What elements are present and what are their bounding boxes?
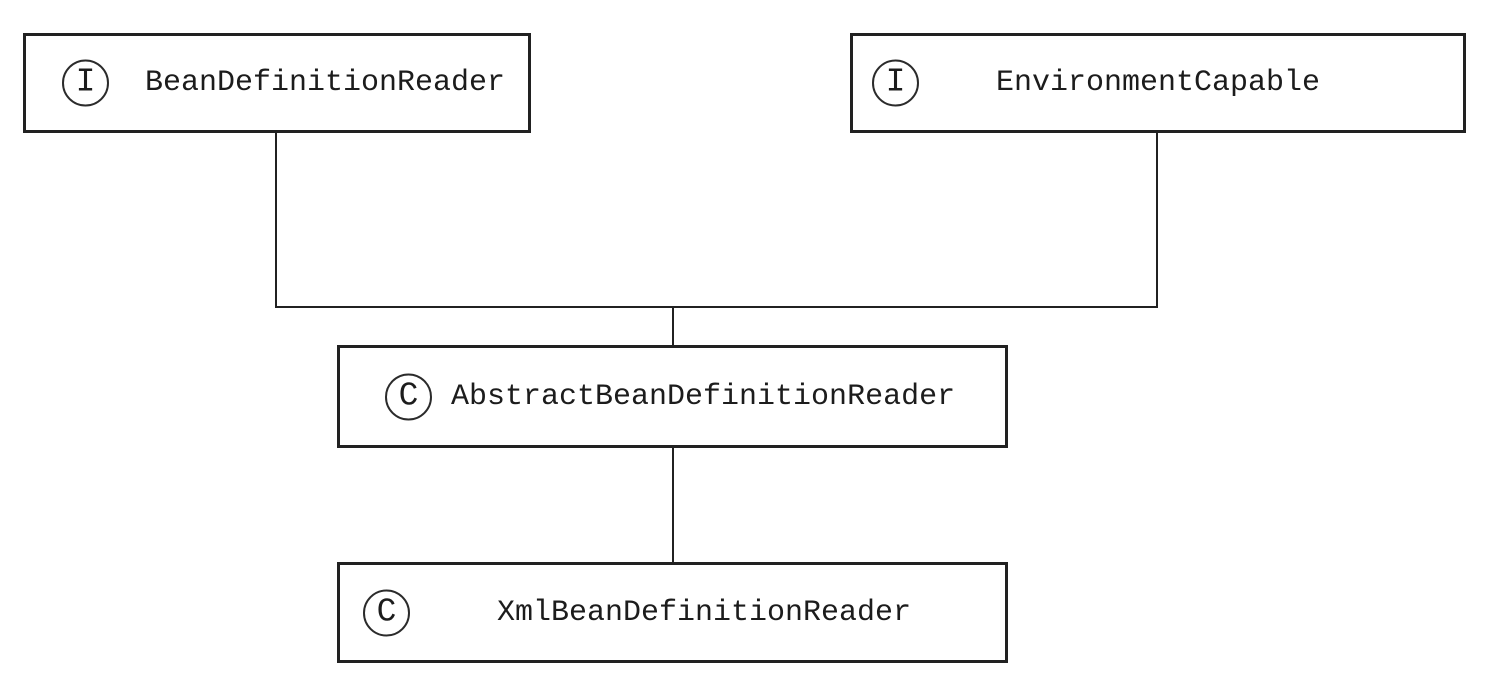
- edge-xmlbeandefinitionreader-to-abstractbeandefinitionreader-segment: [672, 446, 674, 564]
- edge-abstractbeandefinitionreader-to-environmentcapable-right-segment: [1156, 131, 1158, 308]
- class-icon: C: [363, 589, 410, 636]
- node-environment-capable[interactable]: I EnvironmentCapable: [850, 33, 1466, 133]
- edge-bus-to-abstractbeandefinitionreader-segment: [672, 306, 674, 347]
- node-label: EnvironmentCapable: [995, 66, 1321, 100]
- edge-horizontal-bus-segment: [275, 306, 1158, 308]
- interface-icon: I: [62, 59, 109, 107]
- node-label: BeanDefinitionReader: [145, 66, 506, 100]
- node-label: XmlBeanDefinitionReader: [497, 595, 912, 630]
- edge-abstractbeandefinitionreader-to-beandefinitionreader-left-segment: [275, 131, 277, 308]
- node-label: AbstractBeanDefinitionReader: [451, 379, 956, 414]
- node-xml-bean-definition-reader[interactable]: C XmlBeanDefinitionReader: [337, 562, 1008, 663]
- node-abstract-bean-definition-reader[interactable]: C AbstractBeanDefinitionReader: [337, 345, 1008, 448]
- node-bean-definition-reader[interactable]: I BeanDefinitionReader: [23, 33, 531, 133]
- class-icon: C: [385, 373, 432, 420]
- interface-icon: I: [872, 59, 919, 107]
